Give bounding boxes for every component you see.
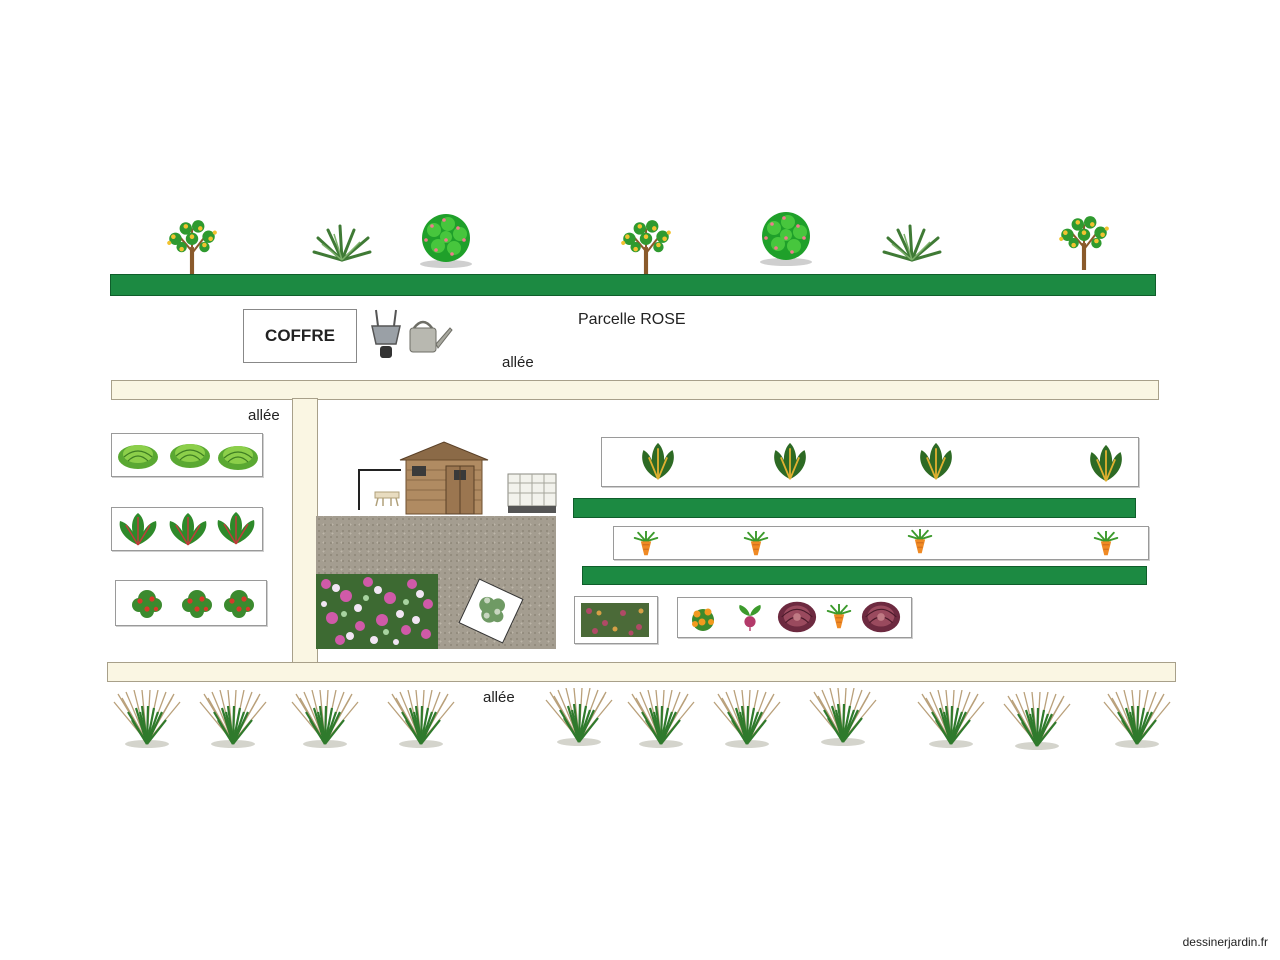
- chard-icon: [770, 440, 810, 482]
- lettuce-icon: [216, 442, 260, 472]
- allee-bottom-label: allée: [483, 689, 515, 706]
- plot-title: Parcelle ROSE: [578, 311, 686, 328]
- grass-tuft-icon[interactable]: [310, 224, 374, 264]
- middle-hedge-1[interactable]: [573, 498, 1136, 518]
- coffre-box[interactable]: COFFRE: [243, 309, 357, 363]
- chard-icon: [916, 440, 956, 482]
- wheelbarrow-icon[interactable]: [368, 306, 404, 360]
- allee-top-label: allée: [502, 354, 534, 371]
- herb-pot-icon[interactable]: [455, 578, 527, 644]
- ornamental-grass-icon[interactable]: [808, 688, 878, 746]
- ornamental-grass-icon[interactable]: [386, 690, 456, 748]
- chard-icon: [638, 440, 678, 482]
- carrot-icon: [742, 531, 770, 557]
- flowering-shrub-icon[interactable]: [414, 210, 478, 268]
- top-path[interactable]: [111, 380, 1159, 400]
- tomato-bed[interactable]: [115, 580, 267, 626]
- fruit-tree-icon[interactable]: [160, 216, 224, 274]
- flower-bed-icon[interactable]: [316, 574, 438, 649]
- ornamental-grass-icon[interactable]: [712, 690, 782, 748]
- ornamental-grass-icon[interactable]: [1102, 690, 1172, 748]
- garden-bench-icon[interactable]: [373, 486, 401, 508]
- flowering-shrub-icon[interactable]: [754, 208, 818, 266]
- water-tank-icon[interactable]: [505, 471, 559, 515]
- red-lettuce-icon: [860, 599, 902, 635]
- ornamental-grass-icon[interactable]: [544, 688, 614, 746]
- mixed-vegetable-bed[interactable]: [677, 597, 912, 638]
- chard-icon: [166, 511, 210, 547]
- fruit-tree-icon[interactable]: [1052, 212, 1116, 270]
- chard-icon: [214, 510, 258, 546]
- carrot-bed[interactable]: [613, 526, 1149, 560]
- vertical-path[interactable]: [292, 398, 318, 664]
- ornamental-grass-row: [100, 688, 1190, 750]
- tomato-plant-icon: [222, 587, 256, 619]
- tomato-plant-icon: [130, 587, 164, 619]
- watering-can-icon[interactable]: [406, 318, 454, 356]
- chard-bed[interactable]: [111, 507, 263, 551]
- ornamental-grass-icon[interactable]: [626, 690, 696, 748]
- ornamental-grass-icon[interactable]: [290, 690, 360, 748]
- ornamental-grass-icon[interactable]: [198, 690, 268, 748]
- carrot-icon: [1092, 531, 1120, 557]
- red-lettuce-icon: [776, 599, 818, 635]
- coffre-label: COFFRE: [265, 326, 335, 345]
- ornamental-grass-icon[interactable]: [1002, 692, 1072, 750]
- watermark: dessinerjardin.fr: [1182, 935, 1268, 949]
- allee-left-label: allée: [248, 407, 280, 424]
- chard-yellow-bed[interactable]: [601, 437, 1139, 487]
- lettuce-bed[interactable]: [111, 433, 263, 477]
- fruit-tree-icon[interactable]: [614, 216, 678, 274]
- tomato-plant-icon: [180, 587, 214, 619]
- grass-tuft-icon[interactable]: [880, 224, 944, 264]
- lettuce-icon: [168, 440, 212, 470]
- hose-connector: [358, 469, 401, 510]
- ornamental-grass-icon[interactable]: [112, 690, 182, 748]
- middle-hedge-2[interactable]: [582, 566, 1147, 585]
- garden-shed-icon[interactable]: [398, 440, 490, 516]
- bottom-path[interactable]: [107, 662, 1176, 682]
- top-hedge[interactable]: [110, 274, 1156, 296]
- carrot-icon: [906, 529, 934, 555]
- ornamental-grass-icon[interactable]: [916, 690, 986, 748]
- flowers-icon: [688, 602, 718, 632]
- chard-icon: [1086, 442, 1126, 484]
- chard-icon: [116, 511, 160, 547]
- carrot-icon: [632, 531, 660, 557]
- ground-cover-bed[interactable]: [574, 596, 658, 644]
- top-tree-row: [150, 208, 1150, 274]
- radish-icon: [736, 603, 764, 631]
- carrot-icon: [826, 604, 852, 630]
- lettuce-icon: [116, 441, 160, 471]
- flower-bed-icon: [581, 603, 649, 637]
